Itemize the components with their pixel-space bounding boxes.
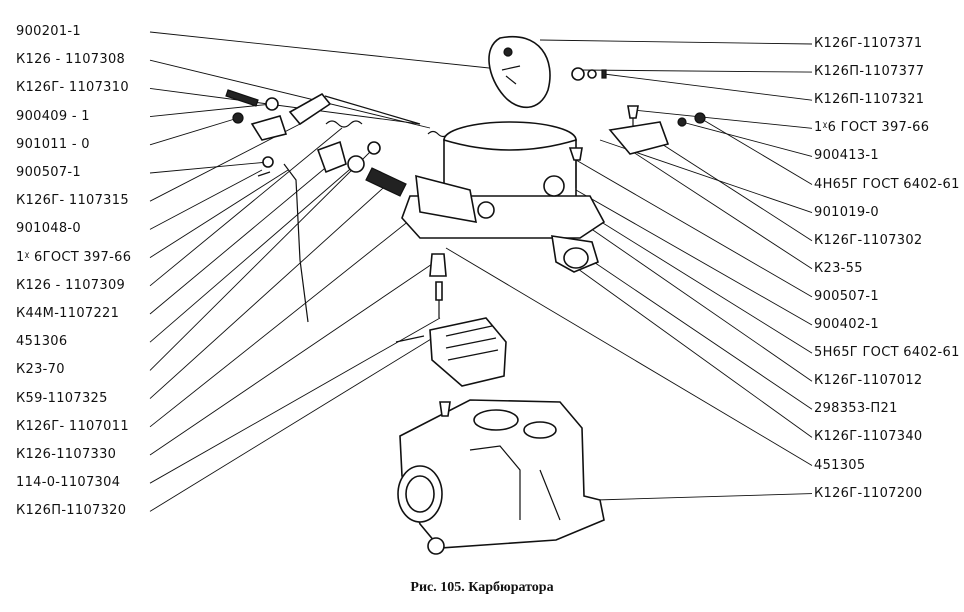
needle-valve xyxy=(395,253,447,343)
leader-line-left-14 xyxy=(149,179,393,399)
part-label-right-11: 900402-1 xyxy=(814,317,879,332)
part-label-right-7: 901019-0 xyxy=(814,204,879,220)
rod-and-pin xyxy=(257,156,309,323)
leader-line-right-9 xyxy=(629,149,813,270)
part-label-left-7: К126Г- 1107315 xyxy=(16,193,129,209)
part-label-left-17: 114-0-1107304 xyxy=(16,475,121,491)
figure-caption: Рис. 105. Карбюратора xyxy=(410,580,554,595)
leader-line-right-8 xyxy=(639,129,813,242)
leader-line-left-11 xyxy=(149,163,331,315)
springs xyxy=(325,120,449,197)
part-label-right-2: К126П-1107377 xyxy=(814,64,925,80)
part-label-right-13: К126Г-1107012 xyxy=(814,373,923,389)
leader-line-right-14 xyxy=(575,249,813,410)
leader-line-right-17 xyxy=(595,493,813,501)
part-label-right-17: К126Г-1107200 xyxy=(814,485,923,501)
leader-line-right-13 xyxy=(589,227,813,382)
part-label-left-15: К126Г- 1107011 xyxy=(16,418,129,434)
carburetor-top-body xyxy=(401,121,606,273)
float xyxy=(429,317,507,387)
part-label-right-5: 900413-1 xyxy=(814,148,879,164)
part-label-left-18: К126П-1107320 xyxy=(16,503,127,519)
part-label-left-4: 900409 - 1 xyxy=(16,108,90,124)
leader-line-left-18 xyxy=(149,335,437,512)
part-label-right-6: 4Н65Г ГОСТ 6402-61 xyxy=(814,176,960,192)
carburetor-lower-body xyxy=(397,399,605,555)
leader-line-right-2 xyxy=(579,69,813,73)
part-label-right-16: 451305 xyxy=(814,457,866,473)
leader-line-right-15 xyxy=(559,255,813,438)
part-label-left-8: 901048-0 xyxy=(16,221,81,237)
part-label-left-16: К126-1107330 xyxy=(16,447,117,462)
air-damper-plate xyxy=(488,35,551,109)
leader-line-left-3 xyxy=(149,87,421,125)
part-label-right-1: К126Г-1107371 xyxy=(814,36,923,51)
leader-line-right-11 xyxy=(575,189,813,326)
part-label-left-11: К44М-1107221 xyxy=(16,306,120,321)
part-label-left-14: К59-1107325 xyxy=(16,390,108,406)
leader-line-left-6 xyxy=(149,161,269,174)
part-label-right-9: К23-55 xyxy=(814,260,863,276)
part-label-right-14: 298353-П21 xyxy=(814,401,898,417)
leader-line-right-4 xyxy=(632,109,813,129)
part-label-left-3: К126Г- 1107310 xyxy=(16,80,129,96)
leader-line-left-1 xyxy=(149,31,509,71)
part-label-left-10: К126 - 1107309 xyxy=(16,277,126,293)
leader-lines xyxy=(149,31,813,512)
part-label-right-15: К126Г-1107340 xyxy=(814,429,923,445)
leader-line-left-2 xyxy=(149,59,431,129)
leader-line-left-12 xyxy=(149,163,357,343)
part-label-left-12: 451306 xyxy=(16,334,68,350)
leader-line-right-6 xyxy=(699,117,813,185)
leader-line-right-3 xyxy=(603,73,813,101)
leader-line-left-5 xyxy=(149,117,239,146)
part-label-left-2: К126 - 1107308 xyxy=(16,52,126,68)
part-label-left-5: 901011 - 0 xyxy=(16,136,90,152)
leader-line-left-16 xyxy=(149,259,439,456)
leader-line-left-13 xyxy=(149,147,375,371)
part-label-right-12: 5Н65Г ГОСТ 6402-61 xyxy=(814,345,960,361)
leader-line-left-15 xyxy=(149,211,421,428)
part-label-right-4: 1ᵡ6 ГОСТ 397-66 xyxy=(814,120,930,136)
part-label-left-6: 900507-1 xyxy=(16,165,81,180)
leader-line-left-10 xyxy=(149,127,343,287)
part-label-right-3: К126П-1107321 xyxy=(814,92,925,108)
part-label-left-1: 900201-1 xyxy=(16,24,81,39)
leader-line-left-8 xyxy=(149,169,263,230)
washer-screw-top xyxy=(571,67,607,81)
leader-line-right-5 xyxy=(681,121,813,157)
part-label-left-13: К23-70 xyxy=(16,362,65,378)
leader-line-right-10 xyxy=(575,159,813,298)
leader-line-right-16 xyxy=(445,247,813,466)
leader-line-left-17 xyxy=(149,317,441,484)
leader-line-left-9 xyxy=(149,169,289,258)
part-label-right-10: 900507-1 xyxy=(814,288,879,304)
choke-plug xyxy=(316,140,381,174)
part-label-right-8: К126Г-1107302 xyxy=(814,232,923,248)
leader-line-left-4 xyxy=(149,103,273,118)
leader-line-right-12 xyxy=(581,209,813,354)
leader-line-right-1 xyxy=(539,39,813,45)
screws-top xyxy=(568,105,706,188)
throttle-shaft xyxy=(225,89,421,141)
part-label-left-9: 1ᵡ 6ГОСТ 397-66 xyxy=(16,249,132,265)
